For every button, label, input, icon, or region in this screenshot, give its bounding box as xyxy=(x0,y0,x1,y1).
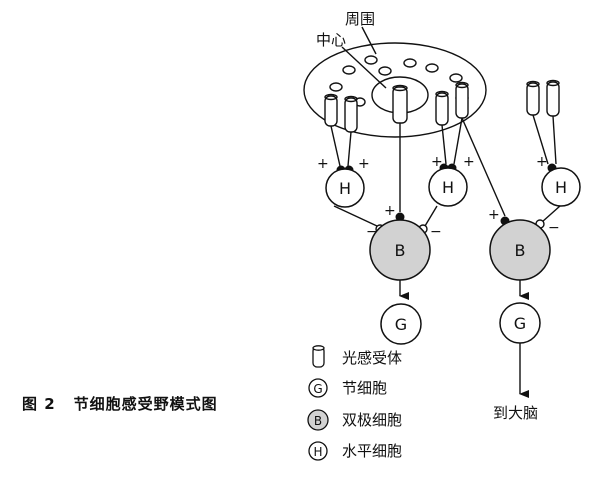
surround-label: 周围 xyxy=(345,10,375,28)
legend-label: 光感受体 xyxy=(342,349,402,367)
ganglion-cell-label: G xyxy=(514,314,526,333)
plus-sign: + xyxy=(358,156,370,172)
legend-label: 水平细胞 xyxy=(342,442,402,460)
plus-sign: + xyxy=(317,156,329,172)
ganglion-cell-right xyxy=(499,302,541,344)
photoreceptor-far-a xyxy=(526,80,540,116)
bipolar-cell-left xyxy=(369,219,431,281)
bipolar-cell-label: B xyxy=(395,241,406,260)
center-label: 中心 xyxy=(316,31,346,49)
photoreceptor-left-b xyxy=(344,95,358,133)
legend: 光感受体 G 节细胞 B 双极细胞 H 水平细胞 xyxy=(307,345,402,461)
plus-sign: + xyxy=(384,203,396,219)
ganglion-cell-label: G xyxy=(395,315,407,334)
figure-caption: 图 2 节细胞感受野模式图 xyxy=(22,393,218,414)
photoreceptor-right-a xyxy=(435,90,449,126)
to-brain-label: 到大脑 xyxy=(493,404,538,422)
figure-title: 节细胞感受野模式图 xyxy=(73,395,218,413)
horizontal-cell-right xyxy=(541,167,581,207)
photoreceptor-left-a xyxy=(324,93,338,127)
ganglion-cell-left xyxy=(380,303,422,345)
plus-sign: + xyxy=(431,154,443,170)
photoreceptor-far-b xyxy=(546,79,560,117)
legend-label: 节细胞 xyxy=(342,379,387,397)
minus-sign: − xyxy=(430,224,442,240)
legend-label: 双极细胞 xyxy=(342,411,402,429)
legend-bipolar-icon xyxy=(307,409,329,431)
bipolar-cell-right xyxy=(489,219,551,281)
horizontal-cell-left xyxy=(325,168,365,208)
horizontal-cell-label: H xyxy=(555,178,567,197)
bipolar-cell-label: B xyxy=(515,241,526,260)
photoreceptor-right-b xyxy=(455,81,469,119)
plus-sign: + xyxy=(536,154,548,170)
plus-sign: + xyxy=(488,207,500,223)
legend-symbol: H xyxy=(313,445,322,459)
photoreceptor-center xyxy=(392,84,408,124)
figure-number: 图 2 xyxy=(22,395,56,413)
legend-ganglion-icon xyxy=(308,378,328,398)
legend-symbol: G xyxy=(313,382,322,396)
legend-photoreceptor-icon xyxy=(312,345,325,368)
legend-symbol: B xyxy=(314,414,322,428)
minus-sign: − xyxy=(366,224,378,240)
plus-sign: + xyxy=(463,154,475,170)
horizontal-cell-label: H xyxy=(442,178,454,197)
horizontal-cell-middle xyxy=(428,167,468,207)
minus-sign: − xyxy=(548,220,560,236)
horizontal-cell-label: H xyxy=(339,179,351,198)
legend-horizontal-icon xyxy=(308,441,328,461)
